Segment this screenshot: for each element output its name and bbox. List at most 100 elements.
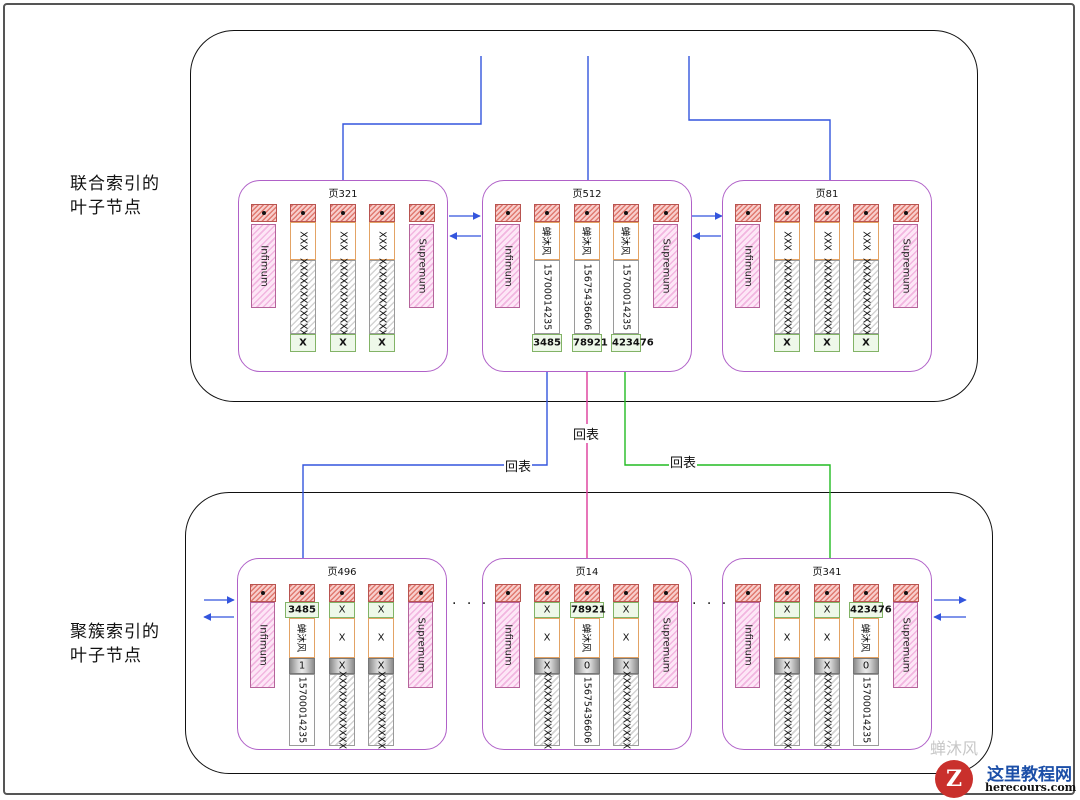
phone-cell: XXXXXXXXXXXX (290, 258, 316, 336)
infimum-record-text: Infimum (257, 624, 268, 666)
name-cell: X (368, 618, 394, 658)
phone-cell: XXXXXXXXXXXX (368, 671, 394, 749)
infimum-record-text: Infimum (502, 624, 513, 666)
record-pointer-icon (774, 584, 800, 602)
watermark-account: 蝉沐风 (930, 739, 979, 758)
name-cell-text: XXX (376, 231, 388, 251)
clustered-page-title-2: 页341 (812, 567, 842, 578)
phone-cell-text: XXXXXXXXXXXX (781, 257, 793, 337)
phone-cell-text: XXXXXXXXXXXX (336, 670, 348, 750)
phone-cell: 15700014235 (853, 674, 879, 746)
lookup-label-green: 回表 (669, 452, 698, 471)
name-cell-text: 蝉沐风 (619, 226, 630, 256)
diagram-frame (3, 3, 1075, 795)
phone-cell: XXXXXXXXXXXX (369, 258, 395, 336)
id-cell-text: X (377, 604, 385, 616)
secondary-page-title-0: 页321 (328, 189, 358, 200)
flag-cell-text: X (823, 660, 831, 672)
phone-cell-text: XXXXXXXXXXXX (860, 257, 872, 337)
id-cell: 3485 (285, 602, 319, 618)
id-cell-text: 423476 (850, 604, 892, 616)
name-cell-text: XXX (297, 231, 309, 251)
infimum-record: Infimum (495, 602, 520, 688)
id-cell: X (814, 602, 840, 618)
record-pointer-icon (289, 584, 315, 602)
name-cell-text: XXX (860, 231, 872, 251)
id-cell: X (774, 602, 800, 618)
phone-cell: XXXXXXXXXXXX (774, 670, 800, 750)
secondary-leaf-label: 联合索引的叶子节点 (70, 174, 160, 218)
phone-cell: XXXXXXXXXXXX (613, 671, 639, 749)
phone-cell: XXXXXXXXXXXX (330, 258, 356, 336)
id-cell-text: X (378, 337, 386, 349)
clustered-page-title-1: 页14 (575, 567, 599, 578)
id-cell-text: 78921 (573, 337, 608, 349)
id-cell-text: 423476 (612, 337, 654, 349)
phone-cell-text: 15675436606 (581, 676, 593, 744)
supremum-record: Supremum (409, 224, 434, 308)
phone-cell: 15675436606 (574, 674, 600, 746)
phone-cell-text: 15675436606 (581, 263, 593, 331)
record-pointer-icon (369, 204, 395, 222)
name-cell: X (774, 618, 800, 658)
supremum-record-text: Supremum (900, 617, 911, 673)
record-pointer-icon (853, 584, 879, 602)
name-cell-text: X (622, 632, 630, 644)
id-cell-text: X (299, 337, 307, 349)
record-pointer-icon (329, 584, 355, 602)
flag-cell-text: 0 (862, 660, 870, 672)
id-cell-text: X (823, 604, 831, 616)
phone-cell-text: XXXXXXXXXXXX (821, 257, 833, 337)
phone-cell-text: 15700014235 (620, 263, 632, 331)
name-cell: X (534, 618, 560, 658)
record-pointer-icon (574, 204, 600, 222)
name-cell: 蝉沐风 (289, 618, 315, 658)
supremum-record: Supremum (893, 224, 918, 308)
flag-cell: X (613, 658, 639, 674)
record-pointer-icon (290, 204, 316, 222)
phone-cell: XXXXXXXXXXXX (814, 257, 840, 337)
infimum-record: Infimum (251, 224, 276, 308)
name-cell-text: X (783, 632, 791, 644)
phone-cell-text: XXXXXXXXXXXX (781, 670, 793, 750)
name-cell-text: 蝉沐风 (580, 623, 591, 653)
name-cell-text: 蝉沐风 (859, 623, 870, 653)
phone-cell-text: XXXXXXXXXXXX (541, 670, 553, 750)
infimum-record-text: Infimum (502, 245, 513, 287)
phone-cell: XXXXXXXXXXXX (814, 671, 840, 749)
id-cell-text: 3485 (533, 337, 561, 349)
record-pointer-icon (613, 584, 639, 602)
name-cell: XXX (853, 222, 879, 260)
flag-cell: 0 (853, 658, 879, 674)
name-cell: 蝉沐风 (613, 222, 639, 260)
record-pointer-icon (853, 204, 879, 222)
lookup-label-blue: 回表 (504, 456, 533, 475)
record-pointer-icon (653, 204, 679, 222)
flag-cell-text: X (543, 660, 551, 672)
record-pointer-icon (368, 584, 394, 602)
id-cell: X (290, 334, 316, 352)
secondary-page-title-2: 页81 (815, 189, 839, 200)
lookup-arrow (298, 361, 548, 579)
record-pointer-icon (814, 204, 840, 222)
name-cell-text: 蝉沐风 (540, 226, 551, 256)
supremum-record: Supremum (408, 602, 433, 688)
id-cell-text: X (543, 604, 551, 616)
infimum-record: Infimum (735, 224, 760, 308)
lookup-label-pink: 回表 (572, 424, 601, 443)
id-cell: X (613, 602, 639, 618)
record-pointer-icon (408, 584, 434, 602)
record-pointer-icon (495, 204, 521, 222)
phone-cell: 15700014235 (613, 260, 639, 334)
name-cell: X (814, 618, 840, 658)
site-url: herecours.com (985, 781, 1077, 794)
phone-cell: XXXXXXXXXXXX (853, 257, 879, 337)
record-pointer-icon (534, 204, 560, 222)
name-cell-text: XXX (821, 231, 833, 251)
id-cell-text: X (862, 337, 870, 349)
phone-cell: XXXXXXXXXXXX (329, 670, 355, 750)
lookup-arrow (624, 361, 835, 579)
flag-cell: 0 (574, 658, 600, 674)
supremum-record-text: Supremum (660, 617, 671, 673)
phone-cell: XXXXXXXXXXXX (774, 257, 800, 337)
